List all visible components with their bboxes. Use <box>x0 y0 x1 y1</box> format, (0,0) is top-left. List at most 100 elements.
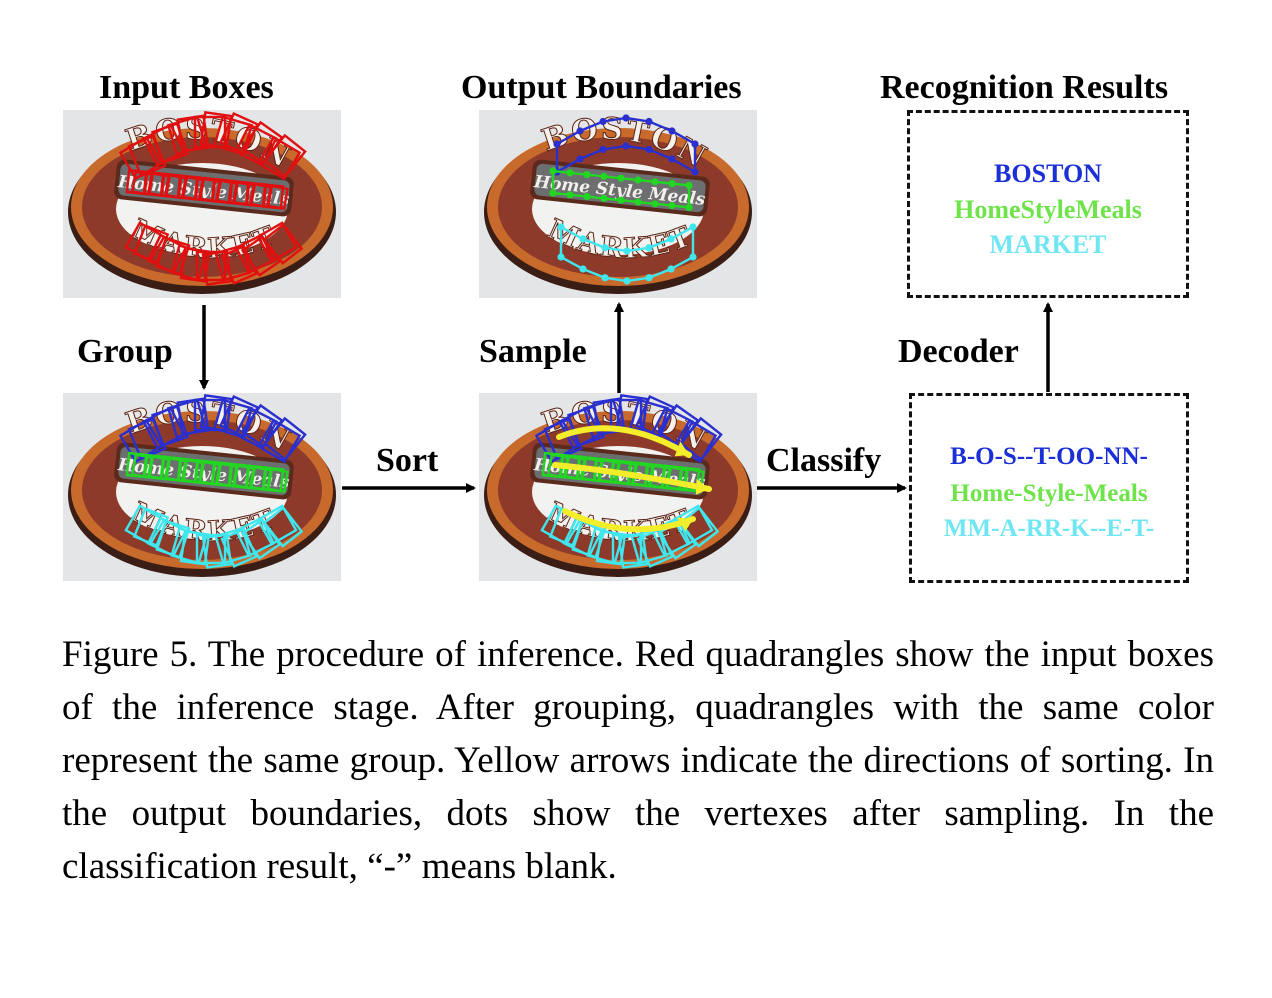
char-box <box>150 405 190 447</box>
classification-result-line: MM-A-RR-K--E-T- <box>943 515 1155 542</box>
title-recognition-results: Recognition Results <box>880 69 1169 106</box>
vertex-dot <box>689 253 697 261</box>
char-box <box>176 397 210 436</box>
label-decoder: Decoder <box>898 333 1019 370</box>
sort-arrow-middle <box>552 462 712 492</box>
char-box <box>611 533 643 565</box>
vertex-dot <box>600 194 608 202</box>
vertex-dot <box>599 145 607 154</box>
recognition-result-line: BOSTON <box>994 159 1102 188</box>
char-box <box>150 122 190 164</box>
vertex-dot <box>691 140 699 148</box>
char-box <box>195 250 227 282</box>
overlay <box>118 393 307 569</box>
sign-banner-face <box>534 163 706 213</box>
vertex-dot <box>668 127 676 135</box>
char-box <box>679 416 723 462</box>
vertex-dot <box>691 168 699 176</box>
vertex-dot <box>622 114 630 122</box>
vertex-dot <box>600 172 608 180</box>
char-box <box>256 221 298 263</box>
vertex-dot <box>645 117 653 126</box>
char-box <box>592 397 626 436</box>
vertex-dot <box>634 176 642 184</box>
vertex-dot <box>557 223 565 231</box>
vertex-dot <box>667 235 675 243</box>
caption-text: Figure 5. The procedure of inference. Re… <box>62 634 1214 887</box>
char-box <box>218 111 260 156</box>
vertex-dot <box>623 247 631 255</box>
char-box <box>634 394 676 439</box>
char-box <box>678 506 720 548</box>
vertex-dot <box>557 253 565 261</box>
sort-arrow-bottom <box>562 508 696 533</box>
char-box <box>266 184 290 211</box>
char-box <box>234 233 276 275</box>
recognition-result-line: HomeStyleMeals <box>954 195 1142 224</box>
vertex-dot <box>599 117 607 126</box>
vertex-dot <box>566 169 574 177</box>
char-box <box>262 506 304 548</box>
vertex-dot <box>689 223 697 231</box>
overlay <box>118 110 307 286</box>
vertex-dot <box>634 198 642 206</box>
vertex-dot <box>553 140 561 148</box>
char-box <box>672 504 714 546</box>
char-box <box>682 467 706 494</box>
overlay <box>549 114 699 285</box>
char-box <box>179 529 211 566</box>
char-box <box>176 114 210 153</box>
vertex-dot <box>668 202 676 210</box>
vertex-dot <box>583 193 591 201</box>
title-output-boundaries: Output Boundaries <box>461 69 742 106</box>
vertex-dot <box>601 274 609 282</box>
label-group: Group <box>77 333 173 370</box>
vertex-dot <box>549 189 557 197</box>
vertex-dot <box>583 171 591 179</box>
char-box <box>630 526 668 565</box>
sort-arrow-top <box>556 425 692 458</box>
vertex-dot <box>579 235 587 243</box>
char-box <box>218 394 260 439</box>
char-box <box>256 504 298 546</box>
sort-arrows <box>552 425 712 533</box>
vertex-dot <box>668 180 676 188</box>
char-box <box>179 246 211 283</box>
vertex-dot <box>651 200 659 208</box>
vertex-dot <box>622 142 630 150</box>
vertex-dot <box>576 127 584 135</box>
vertex-dot <box>685 181 693 189</box>
vertex-dot <box>645 274 653 282</box>
vertex-dot <box>651 178 659 186</box>
classification-result-box: B-O-S--T-OO-NN- Home-Style-Meals MM-A-RR… <box>909 393 1189 583</box>
recognition-result-line: MARKET <box>989 230 1107 259</box>
char-box <box>256 135 302 181</box>
sort-arrowhead <box>674 441 689 457</box>
recognition-results-box: BOSTON HomeStyleMeals MARKET <box>907 110 1189 298</box>
sort-arrowhead <box>676 517 693 532</box>
vertex-dot <box>645 244 653 252</box>
char-box <box>262 223 304 265</box>
vertex-dot <box>579 265 587 273</box>
char-box <box>214 526 252 565</box>
classification-result-line: B-O-S--T-OO-NN- <box>950 443 1148 470</box>
char-box <box>595 529 627 566</box>
sort-arrowhead <box>695 478 709 495</box>
vertex-dot <box>645 145 653 154</box>
label-sort: Sort <box>376 442 439 479</box>
char-box <box>266 467 290 494</box>
char-box <box>234 516 276 558</box>
char-box <box>263 416 307 462</box>
vertex-dot <box>617 196 625 204</box>
char-box <box>263 133 307 179</box>
vertex-dot <box>685 203 693 211</box>
vertex-dot <box>549 167 557 175</box>
